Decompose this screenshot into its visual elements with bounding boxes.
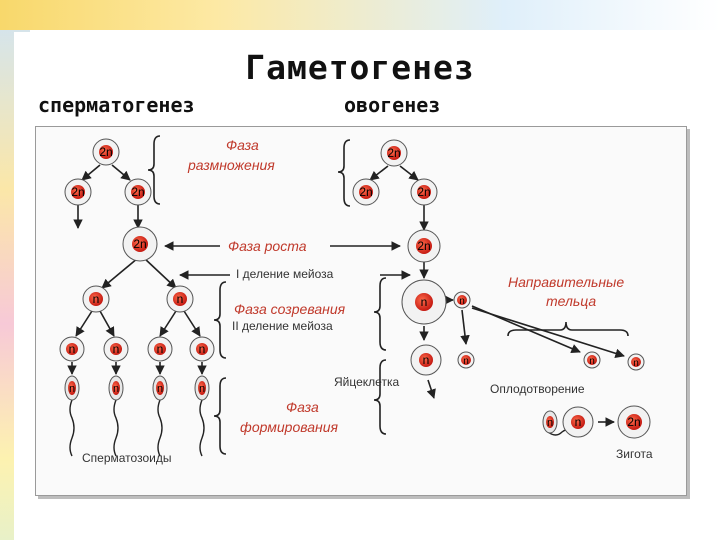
ploidy-label: n [423, 353, 430, 367]
oogenesis-heading: овогенез [344, 93, 441, 117]
ploidy-label: 2n [359, 185, 372, 199]
polar-body: n [457, 351, 475, 369]
meiosis-2-label: II деление мейоза [232, 319, 333, 333]
slide-decoration-top [0, 0, 720, 30]
ploidy-label: 2n [133, 237, 146, 251]
phase-growth-label: Фаза роста [228, 238, 307, 254]
spermatogenesis-heading: сперматогенез [38, 93, 195, 117]
phase-formation-label: Фаза [286, 399, 319, 415]
phase-reproduction-label: Фаза [226, 137, 259, 153]
ploidy-label: n [113, 383, 119, 395]
fertilized-egg: n [562, 406, 594, 438]
cell: n [103, 336, 129, 362]
ploidy-label: 2n [99, 145, 112, 159]
polar-body: n [627, 353, 645, 371]
polar-bodies-label-2: тельца [546, 293, 596, 309]
sperm-head: n [194, 375, 210, 401]
ploidy-label: n [157, 383, 163, 395]
egg-cell: n [410, 344, 442, 376]
phase-formation-label-2: формирования [240, 419, 339, 435]
spermatozoa-label: Сперматозоиды [82, 451, 171, 465]
cell: n [82, 285, 110, 313]
cell: 2n [410, 178, 438, 206]
fertilizing-sperm: n [542, 410, 558, 434]
ploidy-label: n [69, 383, 75, 395]
cell: n [166, 285, 194, 313]
fertilization-label: Оплодотворение [490, 382, 585, 396]
ploidy-label: n [177, 292, 184, 306]
meiosis-1-label: I деление мейоза [236, 267, 334, 281]
ploidy-label: n [69, 342, 76, 356]
cell: 2n [380, 139, 408, 167]
egg-label: Яйцеклетка [334, 375, 399, 389]
sperm-head: n [108, 375, 124, 401]
ploidy-label: 2n [417, 185, 430, 199]
sperm-head: n [152, 375, 168, 401]
ploidy-label: 2n [627, 415, 640, 429]
zygote-cell: 2n [617, 405, 651, 439]
slide-title: Гаметогенез [245, 48, 475, 87]
polar-body: n [453, 291, 471, 309]
ploidy-label: n [459, 296, 465, 307]
phase-maturation-label: Фаза созревания [234, 301, 346, 317]
cell: 2n [352, 178, 380, 206]
ploidy-label: n [575, 415, 582, 429]
cell: n [59, 336, 85, 362]
primary-oocyte: n [401, 279, 447, 325]
ploidy-label: n [633, 358, 639, 369]
ploidy-label: 2n [387, 146, 400, 160]
cell: n [147, 336, 173, 362]
polar-bodies-label: Направительные [508, 274, 624, 290]
ploidy-label: n [157, 342, 164, 356]
ploidy-label: n [421, 295, 428, 309]
ploidy-label: 2n [131, 185, 144, 199]
diagram-arrows [67, 164, 625, 427]
ploidy-label: n [463, 356, 469, 367]
ploidy-label: 2n [71, 185, 84, 199]
phase-reproduction-label-2: размножения [187, 157, 275, 173]
ploidy-label: n [199, 383, 205, 395]
ploidy-label: n [547, 417, 553, 429]
cell: 2n [407, 229, 441, 263]
sperm-head: n [64, 375, 80, 401]
phase-brackets [147, 135, 629, 455]
zygote-label: Зигота [616, 447, 653, 461]
ploidy-label: n [199, 342, 206, 356]
cell: 2n [124, 178, 152, 206]
polar-body: n [583, 351, 601, 369]
cell: 2n [92, 138, 120, 166]
ploidy-label: n [589, 356, 595, 367]
cell: 2n [122, 226, 158, 262]
ploidy-label: n [93, 292, 100, 306]
cell: n [189, 336, 215, 362]
cell: 2n [64, 178, 92, 206]
ploidy-label: 2n [417, 239, 430, 253]
ploidy-label: n [113, 342, 120, 356]
